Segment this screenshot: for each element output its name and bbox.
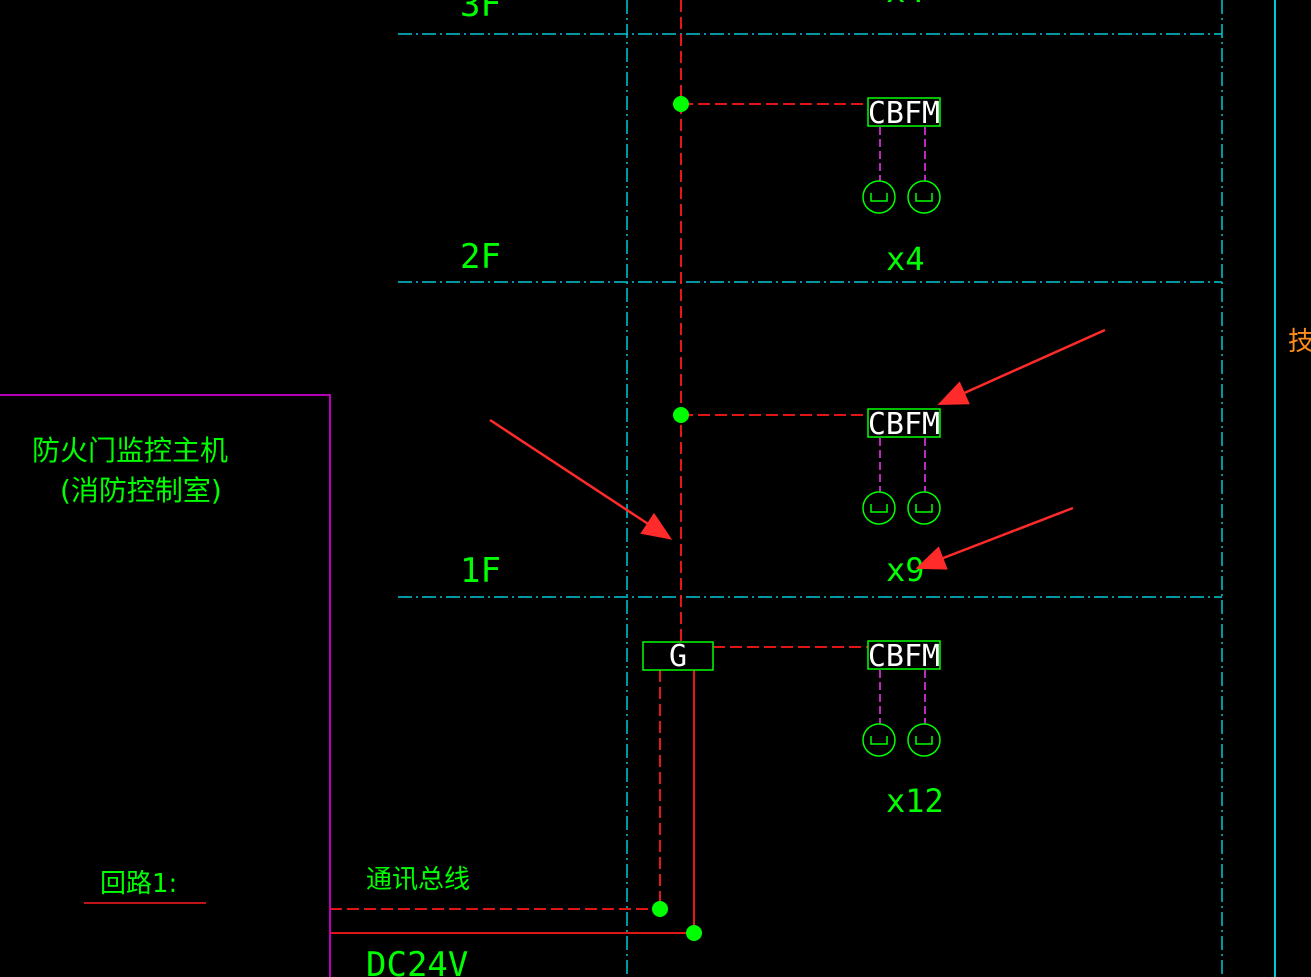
floor-label-2f: 2F xyxy=(460,237,501,277)
device-group-2f: CBFM xyxy=(862,407,941,525)
arrow-to-cbfm-2f xyxy=(937,328,1106,406)
junction-dot-power xyxy=(686,925,702,941)
junction-dot-3f xyxy=(673,96,689,112)
arrow-to-multiplier xyxy=(915,506,1074,570)
junction-dot-comm xyxy=(652,901,668,917)
host-subtitle: (消防控制室) xyxy=(60,474,222,507)
annotation-arrows xyxy=(489,328,1106,570)
multiplier-3f: x4 xyxy=(886,240,925,278)
device-group-1f: CBFM xyxy=(862,639,941,757)
fire-door-monitor-host: 防火门监控主机 (消防控制室) 回路1: xyxy=(0,394,331,977)
floor-label-1f: 1F xyxy=(460,551,501,591)
multiplier-top: x4 xyxy=(886,0,925,10)
door-sensor-icon xyxy=(862,723,941,757)
device-group-3f: CBFM xyxy=(862,96,941,214)
door-sensor-icon xyxy=(862,180,941,214)
multiplier-1f: x12 xyxy=(886,782,944,820)
door-sensor-icon xyxy=(862,491,941,525)
loop-label: 回路1: xyxy=(100,869,177,899)
cbfm-module-label: CBFM xyxy=(868,639,940,674)
floor-grid-lines xyxy=(398,0,1223,977)
cbfm-module-label: CBFM xyxy=(868,407,940,442)
junction-dots xyxy=(652,96,702,941)
gateway-label: G xyxy=(669,639,687,674)
host-title: 防火门监控主机 xyxy=(32,434,228,467)
junction-dot-2f xyxy=(673,407,689,423)
arrow-to-riser xyxy=(489,418,673,540)
gateway-box: G xyxy=(642,639,714,674)
cbfm-module-label: CBFM xyxy=(868,96,940,131)
power-bus xyxy=(330,670,695,934)
power-bus-label: DC24V xyxy=(366,945,468,977)
communication-bus-riser xyxy=(330,0,868,910)
edge-label: 技 xyxy=(1288,327,1311,357)
floor-label-3f: 3F xyxy=(460,0,501,25)
multiplier-2f: x9 xyxy=(886,551,925,589)
comm-bus-label: 通讯总线 xyxy=(366,865,470,895)
